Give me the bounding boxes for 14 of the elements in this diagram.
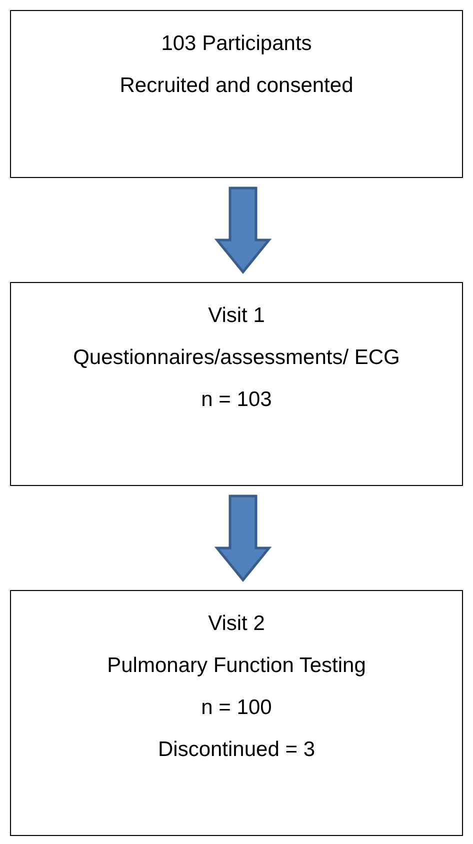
process-box xyxy=(10,282,463,486)
process-box xyxy=(10,10,463,178)
block-arrow xyxy=(214,494,272,582)
box-text: Visit 1 xyxy=(208,303,265,329)
process-box xyxy=(10,590,463,836)
box-text: n = 103 xyxy=(201,387,272,413)
box-text: n = 100 xyxy=(201,695,272,721)
block-arrow xyxy=(214,186,272,274)
box-text: Pulmonary Function Testing xyxy=(107,653,366,679)
box-text: Visit 2 xyxy=(208,611,265,637)
box-text: Questionnaires/assessments/ ECG xyxy=(73,345,400,371)
box-text: Recruited and consented xyxy=(120,73,354,99)
box-text: 103 Participants xyxy=(161,31,312,57)
box-text: Discontinued = 3 xyxy=(158,737,316,763)
